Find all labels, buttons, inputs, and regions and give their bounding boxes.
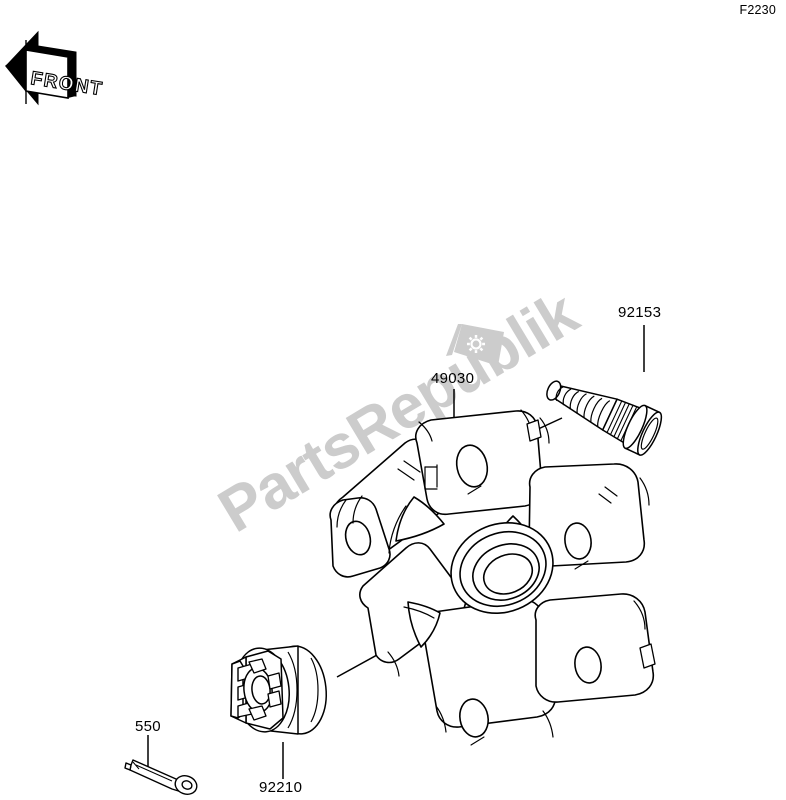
part-label-92210[interactable]: 92210 <box>259 779 303 796</box>
part-label-49030[interactable]: 49030 <box>431 370 475 387</box>
part-label-92153[interactable]: 92153 <box>618 304 662 321</box>
gear-icon <box>446 324 504 366</box>
part-label-550[interactable]: 550 <box>135 718 161 735</box>
figure-code: F2230 <box>739 3 776 17</box>
